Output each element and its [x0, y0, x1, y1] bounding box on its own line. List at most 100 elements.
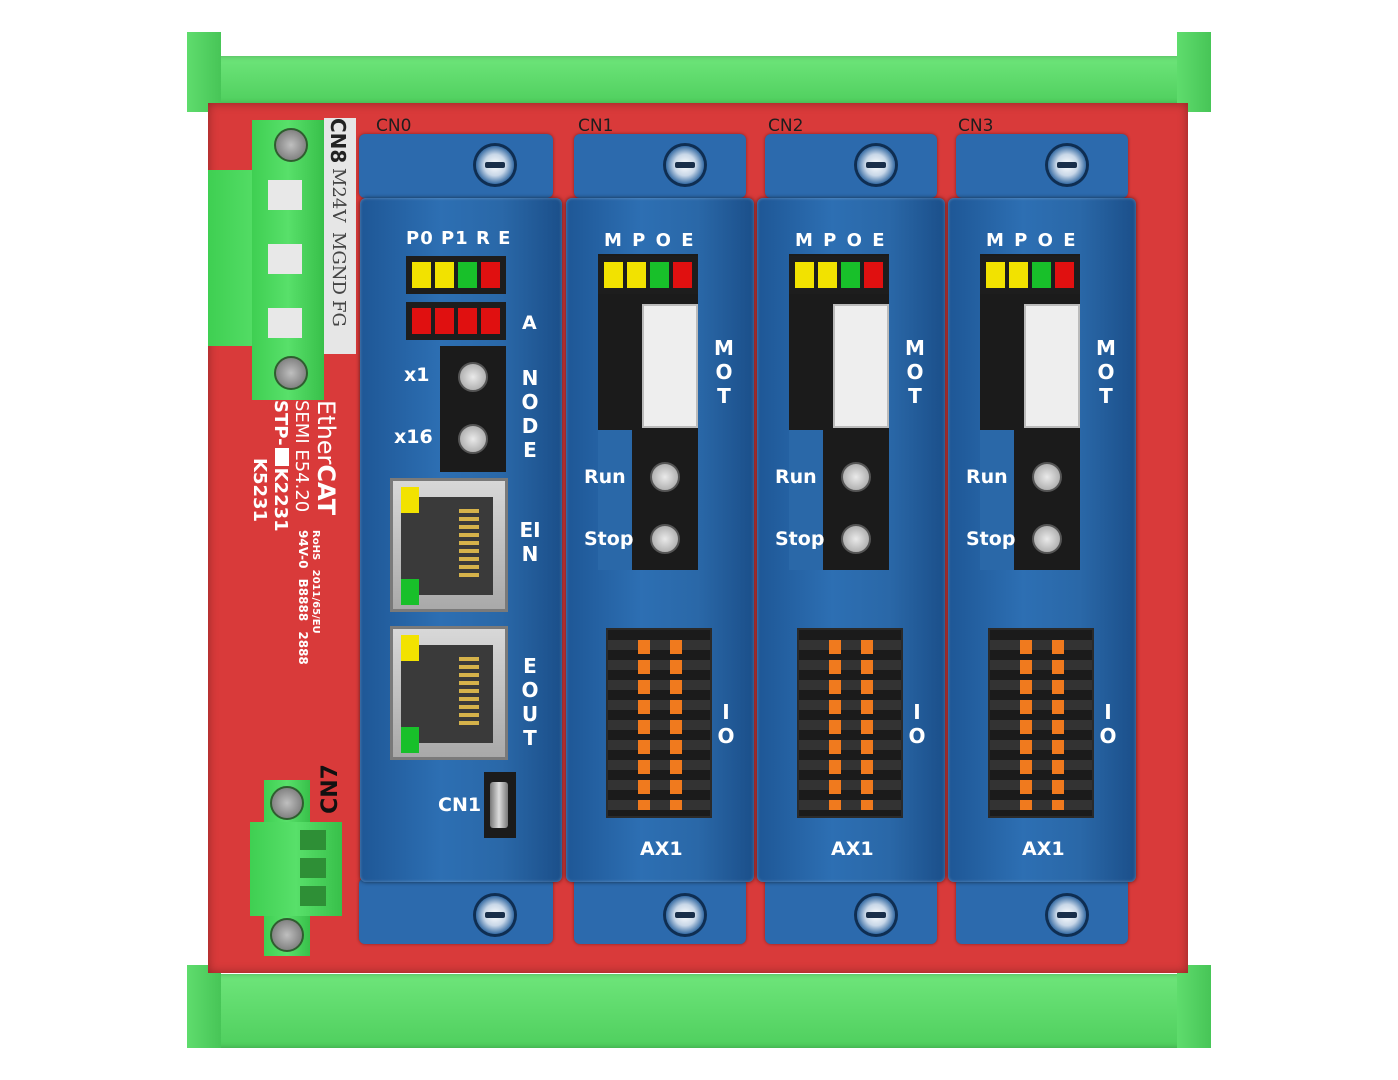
ein-port[interactable] — [390, 478, 508, 612]
cn0-top-tab — [359, 134, 553, 198]
ein-label: EIN — [519, 518, 541, 566]
eout-pins — [459, 657, 479, 727]
top-din-rail — [187, 56, 1211, 104]
cn0-axis-led-bar — [406, 302, 506, 340]
cn0-bottom-screw-icon[interactable] — [476, 896, 514, 934]
cn2-top-screw-icon[interactable] — [857, 146, 895, 184]
cn3-mot-label: MOT — [1096, 336, 1116, 408]
cn2-mot-connector[interactable] — [833, 304, 889, 428]
node-x1-rotary-switch[interactable] — [458, 362, 488, 392]
cn2-run-switch[interactable] — [841, 462, 871, 492]
cn7-label: CN7 — [318, 764, 343, 814]
cn7-screw-top[interactable] — [270, 786, 304, 820]
certification-block: RoHS 2011/65/EU 94V-0 B8888 2888 — [261, 530, 321, 700]
cn1-label: CN1 — [578, 116, 614, 136]
cn8-label: CN8 — [326, 118, 350, 164]
cn1-run-label: Run — [584, 466, 626, 488]
node-label: NODE — [521, 366, 539, 462]
cn2-stop-switch[interactable] — [841, 524, 871, 554]
cn1-io-label: IO — [717, 700, 735, 748]
cn7-slot-1[interactable] — [300, 830, 326, 850]
eu-directive: 2011/65/EU — [310, 569, 321, 634]
axis-led-1 — [412, 308, 431, 334]
cn3-io-label: IO — [1099, 700, 1117, 748]
cn0-label: CN0 — [376, 116, 412, 136]
cn1-p-led — [627, 262, 646, 288]
model-prefix: STP- — [270, 400, 291, 446]
cn1-run-switch[interactable] — [650, 462, 680, 492]
axis-led-4 — [481, 308, 500, 334]
cn8-slot-1[interactable] — [268, 180, 302, 210]
cn2-led-bar — [789, 256, 889, 294]
bottom-din-rail — [187, 974, 1211, 1048]
flame-rating: 94V-0 — [296, 530, 310, 569]
cn3-m-led — [986, 262, 1005, 288]
node-x16-rotary-switch[interactable] — [458, 424, 488, 454]
cn8-pin-mgnd: MGND — [328, 232, 349, 295]
cn3-led-labels: M P O E — [986, 230, 1078, 251]
rohs-mark: RoHS — [310, 530, 321, 561]
cn3-io-connector[interactable] — [988, 628, 1094, 818]
cn3-stop-label: Stop — [966, 528, 1016, 550]
cn3-mot-connector[interactable] — [1024, 304, 1080, 428]
cn2-io-label: IO — [908, 700, 926, 748]
model-blank — [275, 447, 289, 466]
cn3-io-orange-2 — [1052, 640, 1064, 810]
cn1-top-tab — [574, 134, 746, 198]
cn7-screw-bottom[interactable] — [270, 918, 304, 952]
cn2-io-connector[interactable] — [797, 628, 903, 818]
cn3-top-tab — [956, 134, 1128, 198]
cn8-pin-fg: FG — [328, 300, 349, 327]
axis-led-3 — [458, 308, 477, 334]
cn2-ax-label: AX1 — [831, 838, 874, 860]
cn2-o-led — [841, 262, 860, 288]
brand-ether: Ether — [312, 400, 340, 465]
error-led — [481, 262, 500, 288]
cn0-top-screw-icon[interactable] — [476, 146, 514, 184]
cn3-o-led — [1032, 262, 1051, 288]
cn3-run-switch[interactable] — [1032, 462, 1062, 492]
ein-pins — [459, 509, 479, 579]
cn1-mot-connector[interactable] — [642, 304, 698, 428]
cn8-slot-2[interactable] — [268, 244, 302, 274]
cn3-p-led — [1009, 262, 1028, 288]
cn1-top-screw-icon[interactable] — [666, 146, 704, 184]
cn2-m-led — [795, 262, 814, 288]
left-rail-end-top — [187, 32, 221, 112]
cn2-led-labels: M P O E — [795, 230, 887, 251]
cn1-io-connector[interactable] — [606, 628, 712, 818]
cn3-bottom-screw-icon[interactable] — [1048, 896, 1086, 934]
cn8-screw-top[interactable] — [274, 128, 308, 162]
cn0-usb-label: CN1 — [438, 794, 482, 816]
cn8-screw-bottom[interactable] — [274, 356, 308, 390]
cn1-led-bar — [598, 256, 698, 294]
axis-led-2 — [435, 308, 454, 334]
cn2-stop-label: Stop — [775, 528, 825, 550]
micro-usb-port[interactable] — [484, 772, 516, 838]
right-rail-end-top — [1177, 32, 1211, 112]
cn0-row-a-label: A — [522, 312, 537, 334]
cn2-io-orange-1 — [829, 640, 841, 810]
date-code-1: B8888 — [296, 578, 310, 622]
p1-led — [435, 262, 454, 288]
cn1-o-led — [650, 262, 669, 288]
cn1-m-led — [604, 262, 623, 288]
cn1-led-labels: M P O E — [604, 230, 696, 251]
cn0-bottom-tab — [359, 878, 553, 944]
ein-act-led — [401, 579, 419, 605]
cn3-stop-switch[interactable] — [1032, 524, 1062, 554]
cn3-top-screw-icon[interactable] — [1048, 146, 1086, 184]
x16-label: x16 — [394, 426, 433, 448]
cn7-slot-2[interactable] — [300, 858, 326, 878]
cn3-run-label: Run — [966, 466, 1008, 488]
cn1-stop-switch[interactable] — [650, 524, 680, 554]
eout-label: EOUT — [521, 654, 539, 750]
cn1-bottom-screw-icon[interactable] — [666, 896, 704, 934]
p0-led — [412, 262, 431, 288]
cn2-bottom-screw-icon[interactable] — [857, 896, 895, 934]
cn8-label-strip — [324, 118, 356, 354]
eout-port[interactable] — [390, 626, 508, 760]
cn8-slot-3[interactable] — [268, 308, 302, 338]
cn7-slot-3[interactable] — [300, 886, 326, 906]
x1-label: x1 — [404, 364, 430, 386]
